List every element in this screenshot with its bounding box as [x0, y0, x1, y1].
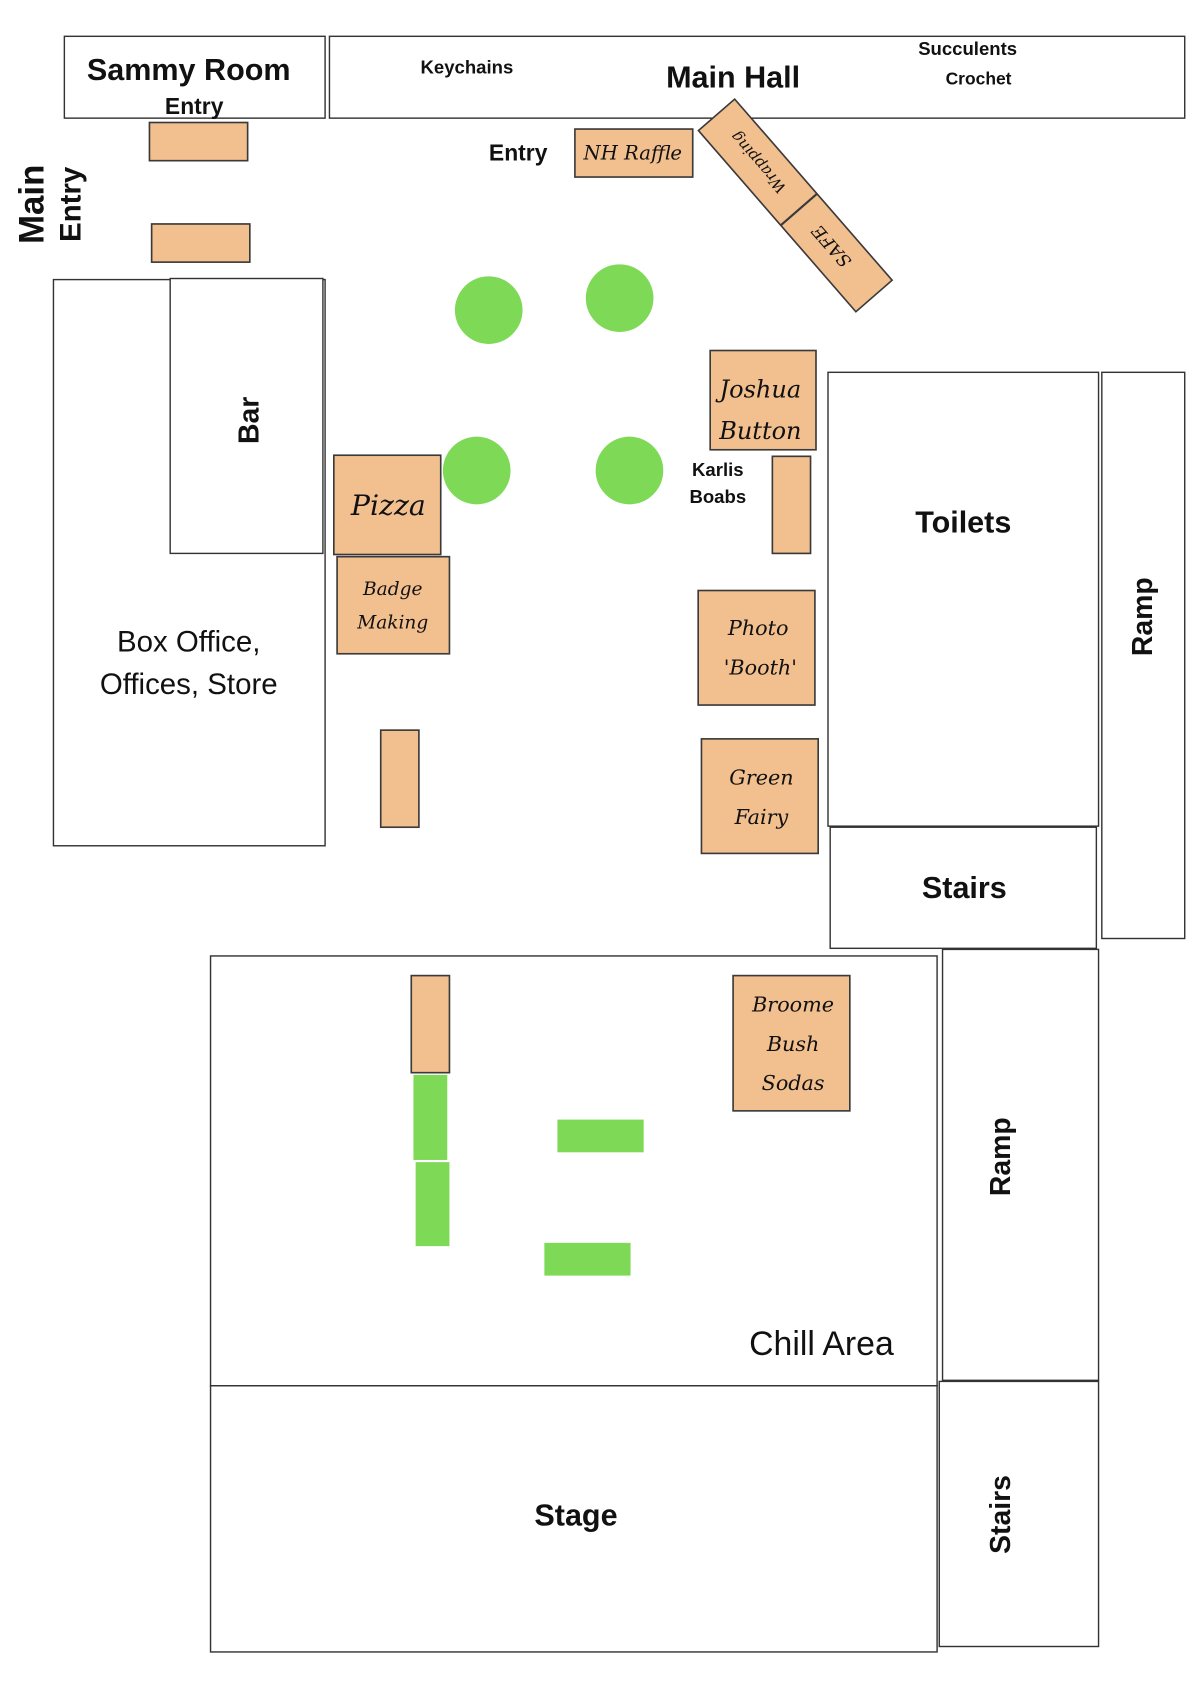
ramp-upper-label: Ramp [1127, 577, 1159, 656]
nh-raffle-stall [574, 128, 694, 178]
badge-label-1: Badge [362, 579, 422, 600]
photo-booth-stall [697, 589, 816, 706]
entry-table-2 [150, 223, 251, 263]
photo-label-2: 'Booth' [724, 656, 797, 680]
bench [557, 1119, 644, 1153]
joshua-label-2: Button [718, 417, 801, 445]
bench [415, 1162, 450, 1247]
stairs-upper[interactable] [829, 826, 1098, 950]
table-circle [585, 264, 654, 332]
karlis-label-1: Karlis [692, 459, 744, 480]
main-entry-line1: Main [13, 165, 52, 244]
broome-label-1: Broome [751, 993, 834, 1017]
stage-label: Stage [534, 1498, 617, 1532]
main-entry-line2: Entry [55, 166, 88, 242]
bar-label: Bar [234, 397, 266, 444]
stall-divider [780, 192, 818, 227]
sammy-entry-label: Entry [165, 93, 224, 119]
bench [544, 1242, 631, 1276]
box-office-label-1: Box Office, [117, 626, 260, 659]
chill-area-label: Chill Area [749, 1325, 894, 1363]
succulents-label: Succulents [918, 38, 1017, 59]
entry-table-1 [148, 121, 249, 162]
stall-table [379, 729, 420, 829]
broome-label-2: Bush [766, 1032, 820, 1056]
table-circle [442, 436, 511, 505]
badge-label-2: Making [356, 613, 428, 634]
pizza-stall [333, 454, 442, 556]
ramp-upper[interactable] [1101, 371, 1186, 940]
joshua-label-1: Joshua [715, 375, 802, 403]
stairs-lower[interactable] [938, 1380, 1100, 1648]
keychains-label: Keychains [421, 56, 514, 77]
wrapping-safe-table [697, 97, 894, 313]
stall-table [410, 974, 451, 1074]
crochet-label: Crochet [946, 68, 1012, 88]
ramp-lower-label: Ramp [985, 1117, 1017, 1196]
green-fairy-stall [700, 738, 819, 855]
joshua-button-stall [709, 349, 817, 451]
stage [209, 1385, 938, 1653]
broome-label-3: Sodas [762, 1071, 825, 1095]
bench [413, 1074, 448, 1160]
main-entry-label: Main Entry [13, 165, 88, 244]
sammy-room-label: Sammy Room [87, 53, 291, 87]
badge-making-stall [336, 555, 451, 655]
stairs-upper-label: Stairs [922, 871, 1007, 905]
main-hall [328, 35, 1186, 119]
sammy-room [63, 35, 326, 119]
hall-entry-label: Entry [489, 140, 548, 166]
ramp-lower[interactable] [941, 948, 1100, 1382]
table-circle [454, 276, 523, 344]
fairy-label-2: Fairy [734, 805, 789, 829]
karlis-label-2: Boabs [689, 486, 746, 507]
wrapping-safe-stall: Wrapping SAFE [697, 97, 894, 313]
table-circle [595, 436, 664, 505]
karlis-boabs-stall [771, 455, 812, 555]
main-hall-label: Main Hall [666, 61, 800, 95]
toilets-label: Toilets [915, 506, 1011, 540]
fairy-label-1: Green [729, 766, 793, 790]
toilets [827, 371, 1100, 827]
photo-label-1: Photo [727, 616, 789, 640]
broome-bush-sodas-stall [732, 974, 851, 1112]
box-office-label-2: Offices, Store [100, 668, 278, 701]
pizza-label: Pizza [350, 489, 426, 522]
bar [169, 277, 324, 555]
nh-raffle-label: NH Raffle [583, 142, 682, 165]
stairs-lower-label: Stairs [985, 1475, 1017, 1554]
